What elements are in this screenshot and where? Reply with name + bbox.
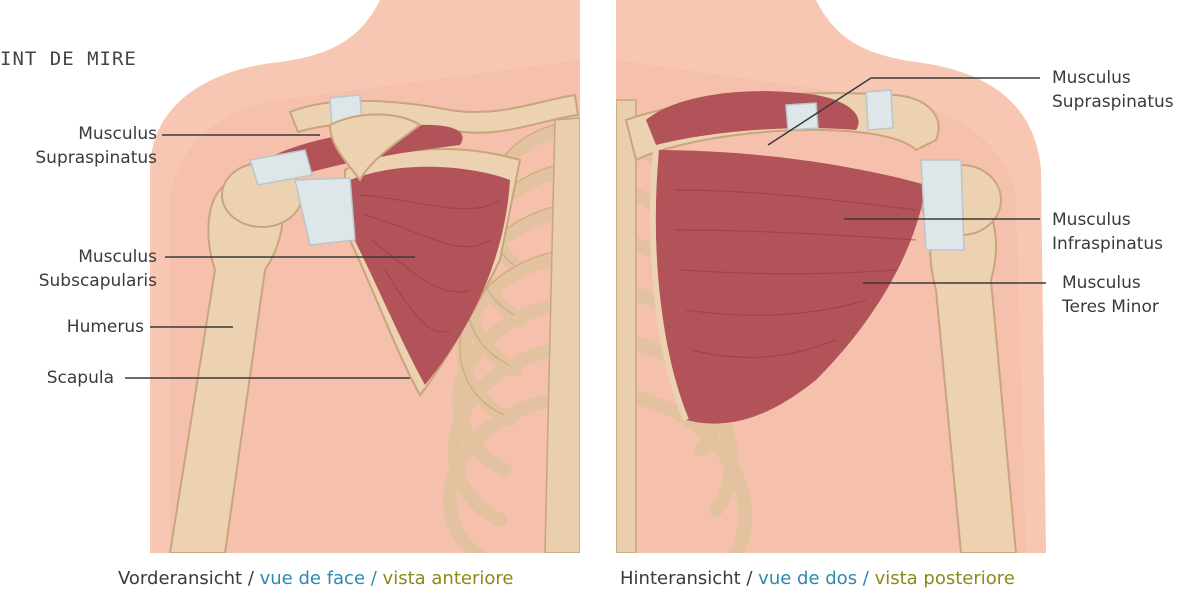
caption-separator: / xyxy=(741,568,759,589)
label-line-2: Supraspinatus xyxy=(1052,90,1174,114)
caption-italian: vista anteriore xyxy=(383,568,514,589)
caption-separator: / xyxy=(365,568,383,589)
caption-anterior: Vorderansicht / vue de face / vista ante… xyxy=(118,568,513,589)
label-line-2: Supraspinatus xyxy=(35,146,157,170)
caption-separator: / xyxy=(857,568,875,589)
label-line-1: Musculus xyxy=(39,245,157,269)
caption-posterior: Hinteransicht / vue de dos / vista poste… xyxy=(620,568,1015,589)
label-line-1: Musculus xyxy=(1062,271,1159,295)
caption-german: Vorderansicht xyxy=(118,568,242,589)
header-title: INT DE MIRE xyxy=(0,48,137,70)
caption-french: vue de dos xyxy=(758,568,857,589)
label-humerus: Humerus xyxy=(67,315,144,339)
label-line-1: Musculus xyxy=(1052,208,1163,232)
label-line-2: Teres Minor xyxy=(1062,295,1159,319)
label-infraspinatus: Musculus Infraspinatus xyxy=(1052,208,1163,256)
tendon-cartilage xyxy=(921,160,964,250)
caption-german: Hinteransicht xyxy=(620,568,741,589)
label-supraspinatus-anterior: Musculus Supraspinatus xyxy=(35,122,157,170)
label-subscapularis: Musculus Subscapularis xyxy=(39,245,157,293)
label-line-1: Musculus xyxy=(35,122,157,146)
label-scapula: Scapula xyxy=(47,366,114,390)
label-line-1: Musculus xyxy=(1052,66,1174,90)
label-teres-minor: Musculus Teres Minor xyxy=(1062,271,1159,319)
label-supraspinatus-posterior: Musculus Supraspinatus xyxy=(1052,66,1174,114)
caption-french: vue de face xyxy=(260,568,365,589)
label-line-2: Infraspinatus xyxy=(1052,232,1163,256)
label-line-2: Subscapularis xyxy=(39,269,157,293)
caption-italian: vista posteriore xyxy=(875,568,1015,589)
caption-separator: / xyxy=(242,568,260,589)
